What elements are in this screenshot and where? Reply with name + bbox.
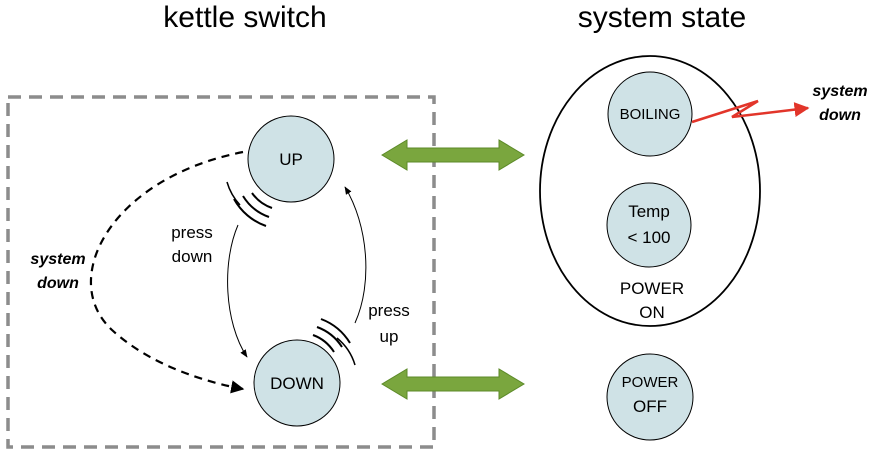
up-press-indicator: [226, 181, 273, 227]
down-state: [253, 339, 341, 427]
press-down-transition: [227, 224, 248, 358]
power-on-label-line1: POWER: [620, 279, 684, 298]
system-down-dashed-arrow: [89, 150, 245, 394]
power-on-label-line2: ON: [639, 303, 665, 322]
system-down-left-line1: system: [30, 251, 85, 268]
up-state: [247, 115, 335, 203]
power-off-label-line2: OFF: [633, 397, 667, 416]
boiling-state: [607, 71, 693, 157]
press-up-transition: [344, 186, 367, 324]
down-power-off-correspondence-arrow: [381, 368, 525, 400]
boiling-state-label: BOILING: [620, 106, 681, 123]
system-state-title: system state: [578, 1, 746, 34]
system-down-left-line2: down: [37, 275, 79, 292]
kettle-switch-boundary: [6, 95, 436, 449]
temp-state-label-line2: < 100: [627, 228, 670, 247]
press-down-label-line2: down: [172, 247, 213, 266]
failure-lightning-arrow: [691, 99, 810, 124]
up-state-label: UP: [279, 150, 303, 169]
temp-state-label-line1: Temp: [628, 202, 670, 221]
down-press-indicator: [312, 318, 356, 366]
system-down-right-line1: system: [812, 83, 867, 100]
press-down-label-line1: press: [171, 223, 213, 242]
down-state-label: DOWN: [270, 374, 324, 393]
press-up-label-line2: up: [380, 327, 399, 346]
kettle-switch-title: kettle switch: [163, 1, 326, 34]
up-power-on-correspondence-arrow: [381, 139, 525, 171]
press-up-label-line1: press: [368, 301, 410, 320]
system-down-right-line2: down: [819, 107, 861, 124]
temp-below-100-state: [606, 182, 692, 268]
power-off-label-line1: POWER: [622, 374, 679, 391]
power-off-state: [606, 353, 694, 441]
